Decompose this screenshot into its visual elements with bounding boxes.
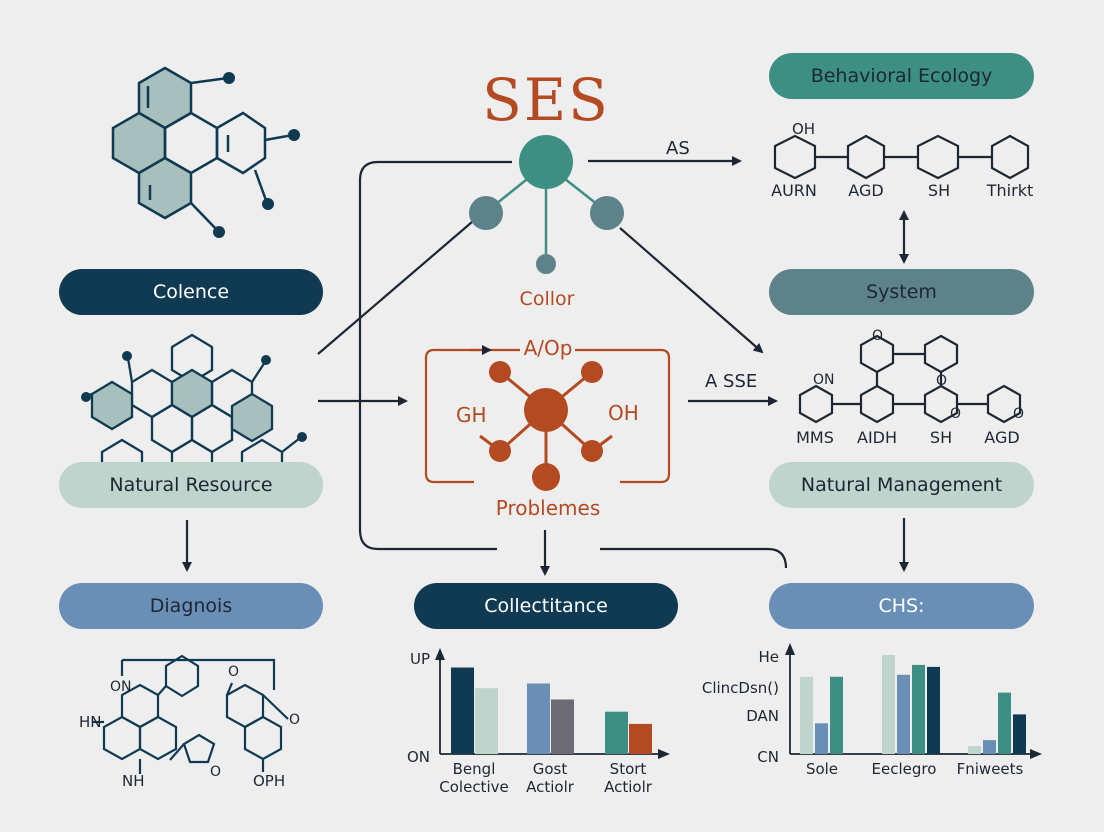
- molecule-label-o: O: [936, 373, 948, 389]
- pill-behavioral-ecology: Behavioral Ecology: [769, 53, 1034, 99]
- molecule-label-on: ON: [110, 679, 132, 695]
- molecule-chain-top: [773, 134, 1030, 180]
- y-axis-arrow: [785, 643, 795, 655]
- molecule-label-o: O: [210, 764, 222, 780]
- y-tick-label: He: [758, 648, 779, 666]
- molecule-label-o: O: [228, 664, 240, 680]
- y-tick-label: ON: [407, 748, 430, 766]
- molecule-label-oph: OPH: [253, 772, 286, 790]
- bar: [800, 676, 813, 754]
- molecule-label-on: ON: [813, 372, 835, 388]
- pill-collectitance: Collectitance: [414, 583, 678, 629]
- bar: [830, 676, 843, 754]
- molecule-label-o: O: [289, 712, 301, 728]
- bar: [998, 692, 1011, 754]
- bar: [1013, 714, 1026, 754]
- molecule-chain-mid: [798, 334, 1022, 424]
- bar: [927, 666, 940, 754]
- bar: [815, 723, 828, 754]
- x-axis-arrow: [658, 749, 670, 759]
- center-molecule: [479, 361, 613, 491]
- pill-natural-management: Natural Management: [769, 462, 1034, 508]
- connectors: [182, 156, 909, 576]
- x-axis-arrow: [1030, 749, 1042, 759]
- molecule-bottom-left: [92, 654, 289, 774]
- molecule-label: AURN: [771, 181, 817, 200]
- hub-node: [519, 135, 573, 189]
- bar: [527, 683, 550, 754]
- pill-chs: CHS:: [769, 583, 1034, 629]
- molecule-middle-left: [81, 333, 307, 489]
- box-left-label: GH: [456, 403, 487, 427]
- molecule-label: AGD: [984, 428, 1020, 447]
- bar: [629, 723, 652, 754]
- center-box: [424, 345, 671, 484]
- molecule-label: AGD: [848, 181, 884, 200]
- bar: [897, 674, 910, 754]
- x-tick-label: Sole: [806, 760, 838, 778]
- y-tick-label: ClincDsn(): [702, 679, 779, 697]
- bar: [912, 664, 925, 754]
- bar: [451, 667, 474, 754]
- molecule-label: SH: [927, 181, 951, 200]
- molecule-label: AIDH: [856, 428, 898, 447]
- bar: [605, 711, 628, 754]
- box-bottom-label: Problemes: [495, 496, 601, 520]
- bar: [551, 699, 574, 754]
- bar: [983, 740, 996, 754]
- molecule-label-o: O: [950, 406, 962, 422]
- pill-diagnois: Diagnois: [59, 583, 323, 629]
- molecule-label-oh: OH: [792, 120, 816, 138]
- arrow-label-as: AS: [666, 138, 690, 159]
- molecule-label: MMS: [796, 428, 834, 447]
- y-tick-label: DAN: [746, 707, 779, 725]
- y-tick-label: CN: [757, 748, 779, 766]
- pill-colence: Colence: [59, 269, 323, 315]
- box-right-label: OH: [608, 401, 639, 425]
- bar: [968, 746, 981, 754]
- box-title: A/Op: [523, 336, 573, 360]
- hub-network: [469, 135, 624, 274]
- pill-natural-resource: Natural Resource: [59, 462, 323, 508]
- x-tick-label: Fniweets: [957, 760, 1024, 778]
- molecule-label: Thirkt: [986, 181, 1034, 200]
- molecule-label-hn: HN: [79, 713, 102, 731]
- x-tick-label: Eeclegro: [872, 760, 937, 778]
- arrow-label-asse: A SSE: [705, 371, 758, 392]
- bar: [475, 688, 498, 754]
- diagram-title: SES: [482, 66, 610, 134]
- molecule-label-o: O: [1013, 406, 1025, 422]
- molecule-label: SH: [929, 428, 953, 447]
- molecule-label-o: O: [872, 328, 884, 344]
- y-tick-label: UP: [410, 650, 430, 668]
- y-axis-arrow: [435, 648, 445, 660]
- pill-system: System: [769, 269, 1034, 315]
- bar: [882, 655, 895, 754]
- hub-label: Collor: [519, 288, 575, 310]
- molecule-label-nh: NH: [122, 772, 145, 790]
- molecule-top-left: [111, 66, 300, 238]
